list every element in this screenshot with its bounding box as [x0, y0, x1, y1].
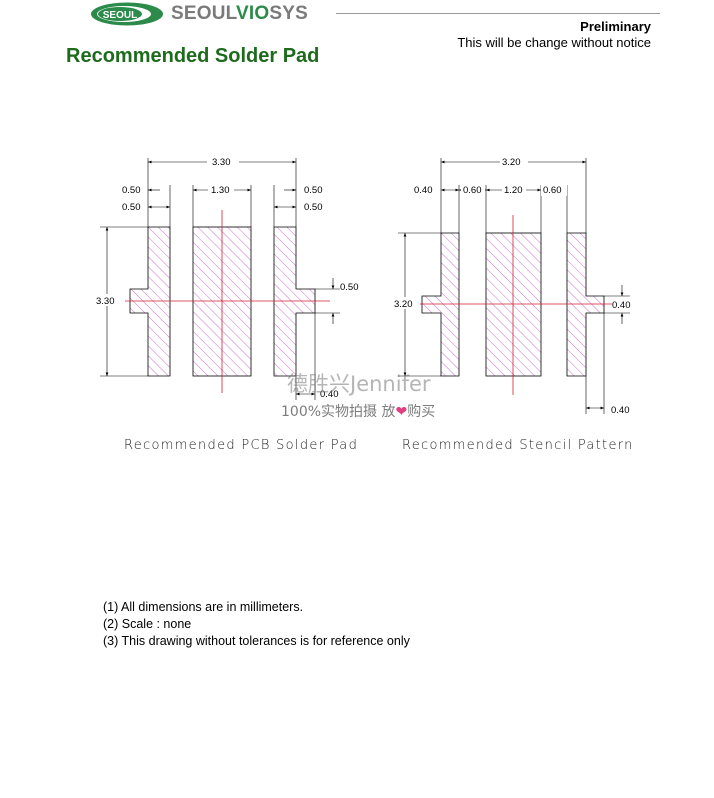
pcb-height-label: 3.30: [96, 296, 115, 307]
change-notice: This will be change without notice: [457, 35, 651, 50]
pcb-right-pad: [273, 226, 316, 377]
stencil-outer-left-label: 0.40: [414, 185, 433, 196]
stencil-drawing: 3.20 0.40 0.60 1.20 0.60 3.20 0.40 0.40: [392, 156, 631, 416]
stencil-center-width-label: 1.20: [504, 185, 523, 196]
pcb-left-gap-second-label: 0.50: [122, 202, 141, 213]
seoul-logo-badge: SEOUL: [91, 2, 163, 26]
pcb-pad-caption: Recommended PCB Solder Pad: [124, 438, 359, 453]
stencil-right-pad: [566, 232, 605, 377]
stencil-left-gap-label: 0.60: [463, 185, 482, 196]
page-title: Recommended Solder Pad: [66, 45, 320, 67]
watermark-text: 德胜兴Jennifer: [287, 372, 431, 396]
pcb-overall-width-text: 3.30: [212, 157, 231, 168]
header-divider: [336, 13, 660, 14]
solder-pad-drawing: 3.30 1.30 0.50 0.50 0.50 0.50 3.30 0.50 …: [94, 156, 631, 416]
logo-badge-text: SEOUL: [103, 10, 137, 21]
pcb-left-gap-top-label: 0.50: [122, 185, 141, 196]
pcb-left-pad: [129, 226, 171, 377]
stencil-tab-height-label: 0.40: [612, 300, 631, 311]
stencil-overall-width-label: 3.20: [502, 157, 521, 168]
note-item: (2) Scale : none: [103, 617, 192, 631]
status-label: Preliminary: [580, 19, 651, 34]
pcb-pad-drawing: 3.30 1.30 0.50 0.50 0.50 0.50 3.30 0.50 …: [94, 156, 359, 400]
stencil-center-pad: [485, 232, 542, 377]
note-item: (3) This drawing without tolerances is f…: [103, 634, 410, 648]
heart-icon: ❤: [395, 404, 408, 420]
stencil-tab-width-label: 0.40: [611, 405, 630, 416]
stencil-height-label: 3.20: [394, 299, 413, 310]
pcb-tab-width-label: 0.40: [320, 389, 339, 400]
pcb-center-width-label: 1.30: [211, 185, 230, 196]
pcb-right-gap-second-label: 0.50: [304, 202, 323, 213]
pcb-tab-height-label: 0.50: [340, 282, 359, 293]
watermark-subtext: 100%实物拍摄 放❤购买: [281, 404, 436, 420]
notes-list: (1) All dimensions are in millimeters. (…: [103, 599, 410, 650]
note-item: (1) All dimensions are in millimeters.: [103, 600, 304, 614]
brand-logo: SEOULVIOSYS: [171, 3, 309, 24]
pcb-right-gap-top-label: 0.50: [304, 185, 323, 196]
stencil-left-pad: [421, 232, 460, 377]
stencil-right-gap-label: 0.60: [543, 185, 562, 196]
stencil-caption: Recommended Stencil Pattern: [402, 438, 634, 453]
